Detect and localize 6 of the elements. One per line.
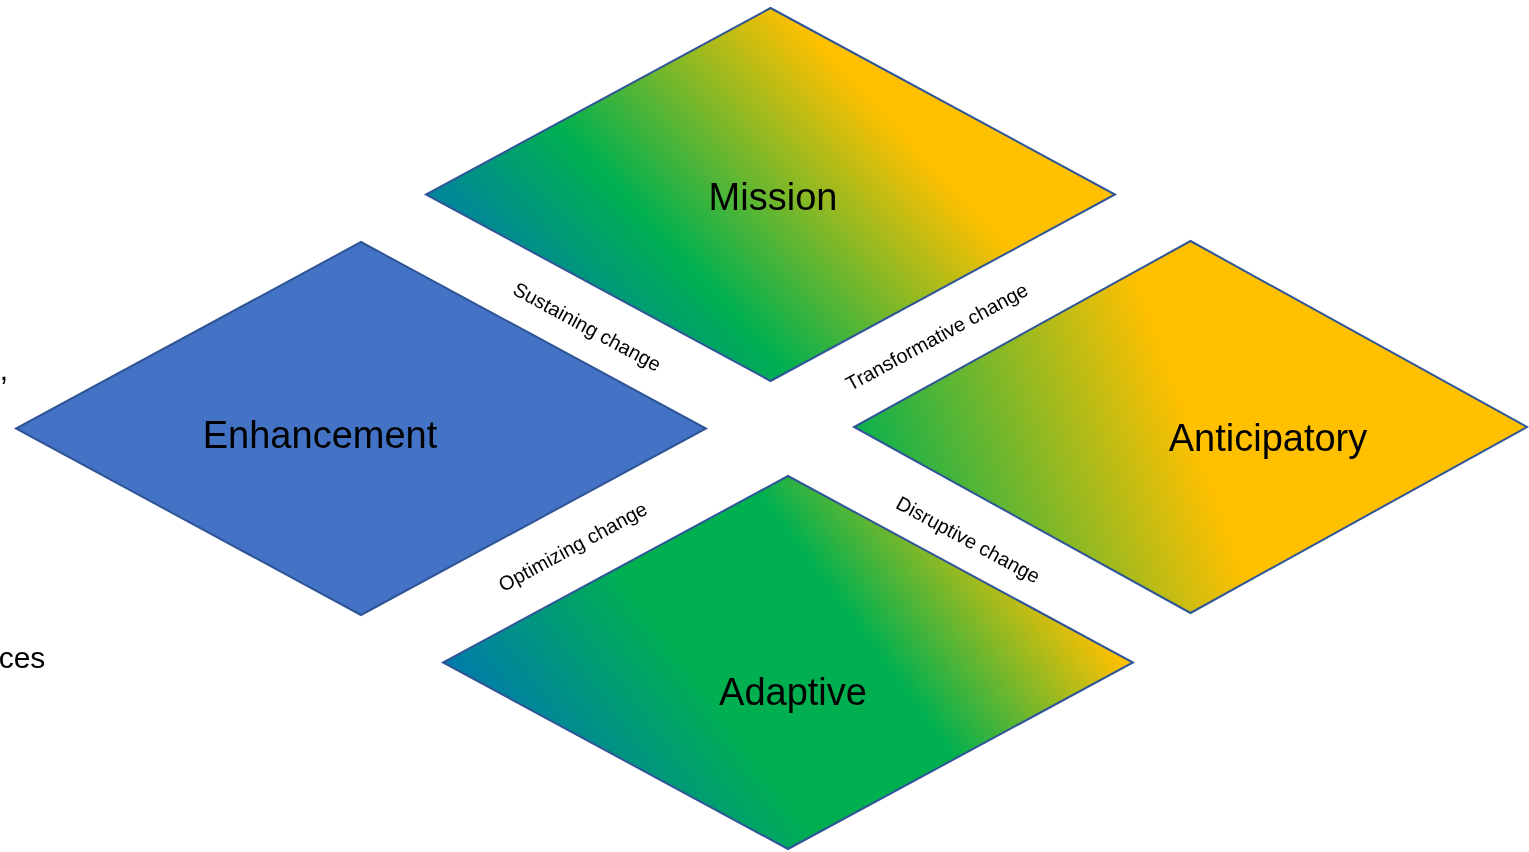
text-fragment: ces xyxy=(0,641,46,675)
quadrant-label: Anticipatory xyxy=(1168,416,1368,460)
text-fragment: , xyxy=(0,353,9,387)
quadrant-label: Adaptive xyxy=(719,670,867,714)
quadrant-label: Mission xyxy=(708,175,838,219)
quadrant-label: Enhancement xyxy=(202,413,438,457)
